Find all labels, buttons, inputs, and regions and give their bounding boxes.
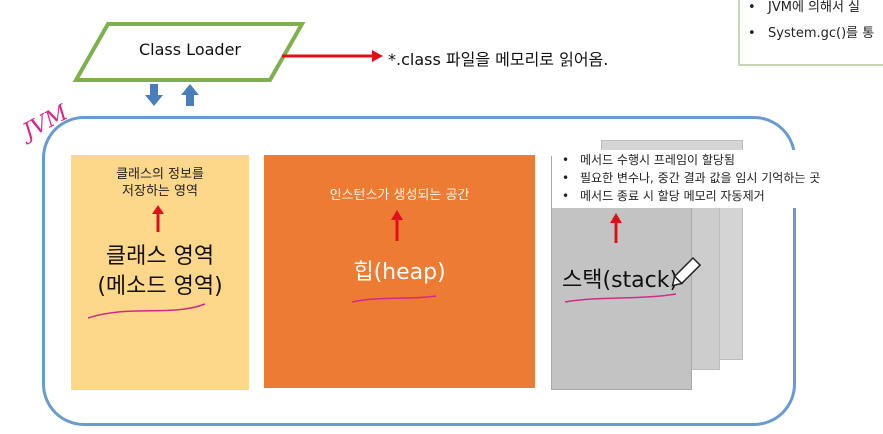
heap-title: 힙(heap) <box>353 260 446 285</box>
stack-title: 스택(stack) <box>562 268 679 293</box>
stack-note-3: •메서드 종료 시 할당 메모리 자동제거 <box>562 189 765 203</box>
stack-note-1: •메서드 수행시 프레임이 할당됨 <box>562 153 735 167</box>
class-loader-parallelogram <box>72 22 306 82</box>
stack-notes: •메서드 수행시 프레임이 할당됨 •필요한 변수나, 중간 결과 값을 임시 … <box>552 150 862 208</box>
up-arrow-icon <box>181 84 199 106</box>
stack-underline <box>564 293 677 303</box>
pencil-cursor-icon <box>671 256 702 287</box>
stack-note-2: •필요한 변수나, 중간 결과 값을 임시 기억하는 곳 <box>562 171 821 185</box>
heap-note: 인스턴스가 생성되는 공간 <box>329 188 470 203</box>
method-area-note: 클래스의 정보를 저장하는 영역 <box>116 167 204 199</box>
down-arrow-icon <box>145 84 163 106</box>
method-area-box <box>71 155 249 390</box>
heap-box <box>264 155 535 388</box>
method-area-title-line2: (메소드 영역) <box>97 274 223 299</box>
gc-note-line-1: •JVM에 의해서 실 <box>748 0 861 15</box>
stack-arrow <box>610 213 622 243</box>
method-area-arrow <box>152 205 164 232</box>
class-loader-label: Class Loader <box>139 40 241 59</box>
class-loader-description: *.class 파일을 메모리로 읽어옴. <box>388 50 609 69</box>
heap-underline <box>351 295 437 303</box>
heap-arrow <box>391 210 403 241</box>
method-area-title-line1: 클래스 영역 <box>105 244 215 269</box>
gc-note-line-2: •System.gc()를 통 <box>748 26 875 41</box>
method-area-underline <box>87 303 206 319</box>
gc-note-box: •JVM에 의해서 실 •System.gc()를 통 <box>738 0 883 66</box>
loader-arrow-head <box>372 50 383 62</box>
